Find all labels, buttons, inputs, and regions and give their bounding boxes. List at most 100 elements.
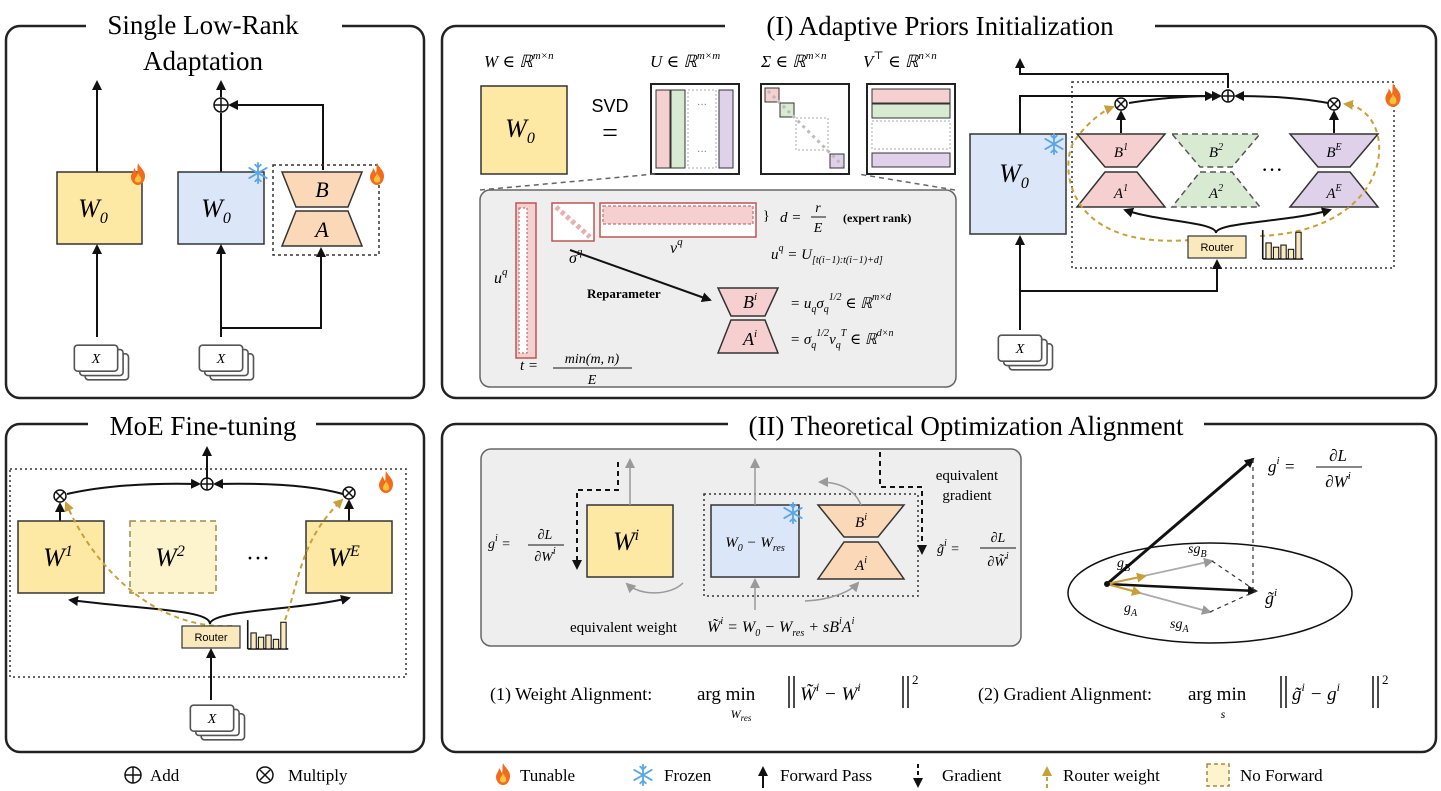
t-denominator: E <box>587 373 597 388</box>
expert1-b-sup: 1 <box>1123 142 1128 153</box>
svg-text:W̃i − Wi: W̃i − Wi <box>800 680 861 705</box>
w0-blue-sub: 0 <box>223 210 231 227</box>
expert1-a-label: A <box>1113 186 1124 202</box>
u-dim-label: U ∈ ℝ <box>650 52 698 71</box>
sigq-label: σ <box>569 250 578 267</box>
ga-norm-rest: − g <box>1305 684 1337 705</box>
svg-text:Ai: Ai <box>854 555 867 574</box>
legend-forward: Forward Pass <box>780 766 872 785</box>
d-eq-label: d = <box>780 210 801 226</box>
svg-text:Σ ∈ ℝm×n: Σ ∈ ℝm×n <box>760 50 827 71</box>
w0-init-block <box>480 85 568 175</box>
weight-alignment-label: (1) Weight Alignment: <box>490 684 652 705</box>
router-init-label: Router <box>1200 242 1233 254</box>
input-x-stack-moe <box>189 704 246 741</box>
vq-label: v <box>670 240 678 257</box>
expert1-a-sup: 1 <box>1123 183 1128 194</box>
fire-icon <box>1385 83 1401 107</box>
svg-text:BE: BE <box>1326 142 1341 161</box>
lora-a-trapezoid <box>280 210 364 247</box>
expert1-a-trapezoid <box>1075 171 1167 208</box>
eq-weight-rest: = W <box>723 619 757 636</box>
align-ai-label: A <box>854 558 865 574</box>
ga-label: g <box>1124 601 1131 616</box>
w0-moe-block <box>969 133 1067 235</box>
expert-2-label: W <box>155 543 179 572</box>
expert2-a-sup: 2 <box>1218 183 1223 194</box>
vec-gi-label: g <box>1268 457 1277 476</box>
svg-text:Wres: Wres <box>731 707 752 723</box>
bi-eq-sigsub: q <box>824 304 829 315</box>
svg-text:g̃i =: g̃i = <box>937 538 960 557</box>
eq-weight-supB: i <box>839 616 842 627</box>
svg-text:Wi: Wi <box>613 527 639 556</box>
uq-sup: q <box>502 266 508 278</box>
panel-align: (II) Theoretical Optimization Alignment … <box>440 410 1438 754</box>
svg-text:g̃i − gi: g̃i − gi <box>1292 680 1340 705</box>
svg-text:}: } <box>763 209 770 224</box>
svg-text:= uqσq1/2 ∈ ℝm×d: = uqσq1/2 ∈ ℝm×d <box>790 292 892 315</box>
align-bi-sup: i <box>864 512 867 523</box>
lora-b-trapezoid <box>280 171 364 208</box>
expert-rank-label: (expert rank) <box>843 211 911 225</box>
u-dim-sup: m×m <box>697 50 720 62</box>
w0-minus-rest: − W <box>743 535 775 551</box>
gb-vector <box>1106 572 1147 585</box>
lora-a-label: A <box>313 217 329 242</box>
sigq-sup: q <box>577 246 583 258</box>
sigma-dim-sup: m×n <box>806 50 827 62</box>
svg-text:Ai: Ai <box>742 328 757 349</box>
gi-left-sup: i <box>495 533 498 544</box>
t-numerator: min(m, n) <box>565 352 620 367</box>
expert1-b-label: B <box>1114 145 1123 161</box>
wa-norm-sup2: i <box>857 680 860 694</box>
legend: Add Multiply Tunable Frozen Forward Pass… <box>124 763 1323 788</box>
svd-label: SVD <box>591 96 628 116</box>
gi-left-num: ∂L <box>538 528 553 543</box>
v-dim-label: V <box>863 52 876 71</box>
sigma-dim-label: Σ ∈ ℝ <box>760 52 807 71</box>
d-numerator: r <box>815 201 821 216</box>
svg-text:AE: AE <box>1325 183 1341 202</box>
t-eq-label: t = <box>520 358 538 374</box>
gt-right-num: ∂L <box>991 531 1006 546</box>
eq-weight-subres: res <box>792 628 804 639</box>
expert2-a-trapezoid <box>1170 171 1262 208</box>
fire-icon <box>370 163 384 185</box>
gt-right-label: g̃ <box>937 542 944 557</box>
gradient-alignment-label: (2) Gradient Alignment: <box>978 684 1152 705</box>
ai-eq-label: = σ <box>790 332 812 348</box>
panel-align-title: (II) Theoretical Optimization Alignment <box>748 411 1184 441</box>
experts-ellipsis: ··· <box>246 546 270 572</box>
router-init-box <box>1187 235 1247 259</box>
fire-icon <box>496 763 510 785</box>
legend-add: Add <box>150 766 180 785</box>
svg-text:σq: σq <box>569 246 583 267</box>
expert2-a-label: A <box>1208 186 1219 202</box>
svg-text:uq = U[t(i−1):t(i−1)+d]: uq = U[t(i−1):t(i−1)+d] <box>771 243 883 266</box>
uq-eq-rest: = U <box>784 247 814 263</box>
expert-1-label: W <box>43 543 67 572</box>
ga-argmin: arg min <box>1188 684 1247 705</box>
snowflake-icon <box>633 764 653 786</box>
ga-pow: 2 <box>1382 672 1389 687</box>
panel-init-title: (I) Adaptive Priors Initialization <box>766 11 1114 41</box>
sgb-label: sg <box>1188 542 1200 557</box>
ai-eq-sub: q <box>811 340 816 351</box>
input-x-init: X <box>1015 342 1025 357</box>
ai-trapezoid <box>716 319 780 354</box>
expert1-b-trapezoid <box>1075 133 1167 168</box>
svg-text:WE: WE <box>328 543 360 572</box>
gi-left-den: ∂W <box>534 550 554 565</box>
wi-block <box>586 504 674 578</box>
panel-single-lora: Single Low-Rank Adaptation W0 X W0 B A X <box>4 10 426 400</box>
sga-sub: A <box>1181 624 1189 635</box>
expertE-a-sup: E <box>1335 183 1342 194</box>
bi-eq-label: = u <box>790 296 811 312</box>
router-weights-bars <box>246 619 290 650</box>
expert-e-sup: E <box>349 543 360 560</box>
gb-label: g <box>1117 556 1124 571</box>
w0-init-label: W <box>505 114 529 143</box>
bi-eq-tail: ∈ ℝ <box>842 296 874 312</box>
